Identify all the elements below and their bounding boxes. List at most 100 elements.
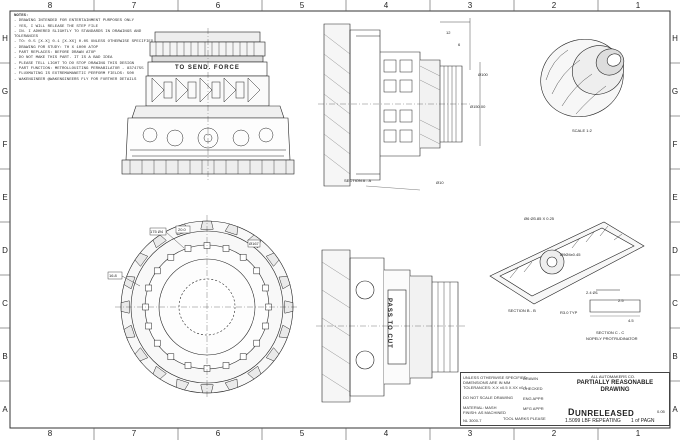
drawing-number: 1.5099 LBF REPEATING: [565, 418, 621, 424]
dim-bolt: Ø6 Ø3.85 X 0.25: [524, 216, 555, 221]
dim-g: 4.5: [628, 318, 634, 323]
gear-tooth: [200, 220, 214, 230]
note-line: - IN. I ADHERED SLIGHTLY TO STANDARDS IN…: [14, 29, 142, 40]
dim-angle: 175 Ø4: [150, 229, 164, 234]
zone-col-label: 3: [467, 429, 473, 438]
pocket-feature: [145, 284, 152, 292]
pocket-feature: [145, 322, 152, 330]
pocket-feature: [239, 253, 247, 261]
end-view: [107, 215, 299, 399]
pocket-feature: [153, 339, 161, 347]
zone-columns-top: 8 7 6 5 4 3 2 1: [8, 1, 672, 11]
pocket-feature: [222, 245, 230, 252]
gear-tooth: [265, 252, 280, 267]
gear-tooth: [134, 347, 149, 362]
section-bb-view: [316, 249, 466, 403]
gear-tooth: [134, 252, 149, 267]
tb-part-no: NL 3000-7: [463, 418, 482, 423]
note-line: - PART REPLACES: BEFORE DRAWN ATOP: [14, 51, 96, 56]
dim-c: 20.0: [178, 227, 186, 232]
zone-row-label: A: [672, 405, 678, 414]
section-aa-label: SECTION A - A: [344, 178, 372, 183]
dim-e: 2.5: [618, 298, 624, 303]
note-line: - DRAWING FOR STUDY: TH X 1000 ATOP: [14, 45, 99, 50]
iso-scale-label: SCALE 1:2: [572, 128, 592, 133]
section-aa-view: [318, 18, 481, 191]
zone-rows-left: H G F E D C B A: [0, 14, 10, 426]
zone-row-label: A: [2, 405, 8, 414]
tb-col-eng: ENG APPR: [523, 396, 544, 401]
tb-do-not-scale: DO NOT SCALE DRAWING: [463, 395, 514, 400]
note-line: - DO NOT MAKE THIS PART. IT IS A BAD IDE…: [14, 56, 113, 61]
zone-col-label: 4: [383, 1, 389, 10]
zone-col-label: 7: [131, 429, 137, 438]
iso-view: [540, 38, 625, 118]
tb-revision: 0.05: [657, 409, 665, 414]
note-line: - YES, I WILL RELEASE THE STEP FILE: [14, 24, 99, 29]
zone-rows-right: H G F E D C B A: [670, 14, 680, 426]
pocket-feature: [184, 362, 192, 369]
zone-row-label: F: [672, 140, 678, 149]
gear-tooth: [123, 324, 136, 338]
note-line: - TO: 0.5 [X.X] 0.1 [X.XX] 0.05 UNLESS O…: [14, 40, 154, 45]
zone-row-label: E: [2, 193, 8, 202]
tb-material: MATERIAL: MASH: [463, 405, 497, 410]
zone-col-label: 1: [635, 429, 641, 438]
pocket-feature: [167, 253, 175, 261]
zone-row-label: B: [672, 352, 678, 361]
gear-tooth: [278, 276, 291, 290]
zone-col-label: 2: [551, 429, 557, 438]
tb-col-mfg: MFG APPR: [523, 406, 544, 411]
pocket-feature: [167, 353, 175, 361]
pocket-feature: [253, 339, 261, 347]
gear-tooth: [120, 300, 130, 314]
zone-col-label: 4: [383, 429, 389, 438]
note-line: - PLEASE TELL LIGHT TO DO STOP DRAWING T…: [14, 61, 135, 66]
tb-col-drawn: DRAWN: [523, 376, 538, 381]
note-line: - PART FUNCTION: METROLLOUITING PERHABIL…: [14, 66, 144, 71]
zone-row-label: H: [2, 34, 8, 43]
drawing-title-line1: PARTIALLY REASONABLE: [576, 380, 654, 386]
dim-a: 12: [446, 30, 451, 35]
zone-col-label: 2: [551, 1, 557, 10]
zone-row-label: H: [672, 34, 678, 43]
zone-col-label: 5: [299, 429, 305, 438]
dim-bolt2: Ø9Ø4x0.45: [560, 252, 581, 257]
drawing-notes: NOTES: - DRAWING INTENDED FOR ENTERTAINM…: [14, 14, 164, 83]
dim-dia-c: Ø10: [436, 180, 444, 185]
note-line: - DRAWING INTENDED FOR ENTERTAINMENT PUR…: [14, 19, 135, 24]
tb-dimensions: DIMENSIONS ARE IN MM: [463, 380, 511, 385]
zone-col-label: 1: [635, 1, 641, 10]
zone-col-label: 6: [215, 1, 221, 10]
gear-tooth: [278, 324, 291, 338]
zone-columns-bottom: 8 7 6 5 4 3 2 1: [8, 429, 672, 439]
gear-tooth: [247, 365, 262, 380]
tb-sheet-size: D: [568, 407, 575, 417]
pocket-feature: [262, 284, 269, 292]
zone-row-label: D: [2, 246, 8, 255]
pocket-feature: [262, 322, 269, 330]
dim-d: 16.8: [109, 273, 117, 278]
tb-tolerances: TOLERANCES: X.X ±0.5 X.XX ±0.1: [463, 385, 527, 390]
dim-dia-b: Ø100: [478, 72, 488, 77]
section-cc-sublabel: NOPELY PROTRUDINATOR: [586, 336, 638, 341]
title-block: UNLESS OTHERWISE SPECIFIED DIMENSIONS AR…: [460, 372, 670, 426]
gear-teeth: [120, 220, 294, 394]
band-side-engraving: PASS TO CUT: [386, 298, 392, 349]
section-cc-label: SECTION C - C: [596, 330, 625, 335]
gear-tooth: [265, 347, 280, 362]
note-line: - FLUXMATING IS EXTREMAMANETIC PERFORM F…: [14, 72, 135, 77]
drawing-border: [9, 10, 671, 429]
drawing-title-line2: DRAWING: [600, 387, 630, 393]
tb-company: ALL AUTOMAKERS CO.: [591, 374, 636, 379]
gear-tooth: [224, 223, 238, 236]
dim-angle2: 2.4 Ø1: [586, 290, 599, 295]
pocket-feature: [153, 267, 161, 275]
pocket-feature: [239, 353, 247, 361]
zone-col-label: 5: [299, 1, 305, 10]
sheet-count: 1 of PAGN: [631, 418, 655, 424]
zone-col-label: 8: [47, 1, 53, 10]
